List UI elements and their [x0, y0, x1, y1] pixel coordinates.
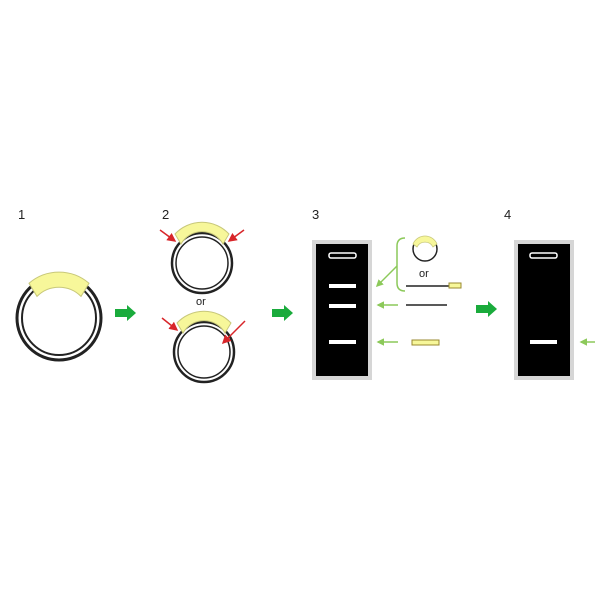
gel-band [329, 304, 356, 308]
step-3-label: 3 [312, 207, 319, 222]
plasmid-with-insert-icon [15, 271, 103, 362]
restriction-cut-icon [159, 221, 245, 295]
insert-fragment-icon [411, 339, 440, 346]
cut-arrow-left [159, 229, 177, 242]
gel-band [329, 284, 356, 288]
process-arrow-icon [476, 301, 497, 317]
gel-electrophoresis-icon [312, 240, 372, 380]
gel-well [328, 252, 357, 259]
linear-dna-icon [406, 282, 462, 289]
process-arrow-icon [272, 305, 293, 321]
step-2-label: 2 [162, 207, 169, 222]
plasmid-with-insert-icon [412, 235, 438, 262]
cut-arrow-left [161, 317, 179, 331]
gel-electrophoresis-icon [514, 240, 574, 380]
process-arrow-icon [115, 305, 136, 321]
step-1-label: 1 [18, 207, 25, 222]
gel-well [529, 252, 558, 259]
step-4-label: 4 [504, 207, 511, 222]
restriction-cut-icon [161, 310, 246, 384]
or-label-step-2: or [196, 296, 206, 308]
gel-band [530, 340, 557, 344]
gel-band [329, 340, 356, 344]
cut-arrow-right [227, 229, 245, 242]
band-bracket [396, 237, 406, 292]
insert-segment [174, 221, 230, 246]
or-label-step-3: or [419, 268, 429, 280]
cut-arrow-right [221, 320, 246, 345]
insert-segment [28, 271, 90, 298]
band-arrow [375, 265, 398, 288]
insert-segment [176, 310, 232, 335]
